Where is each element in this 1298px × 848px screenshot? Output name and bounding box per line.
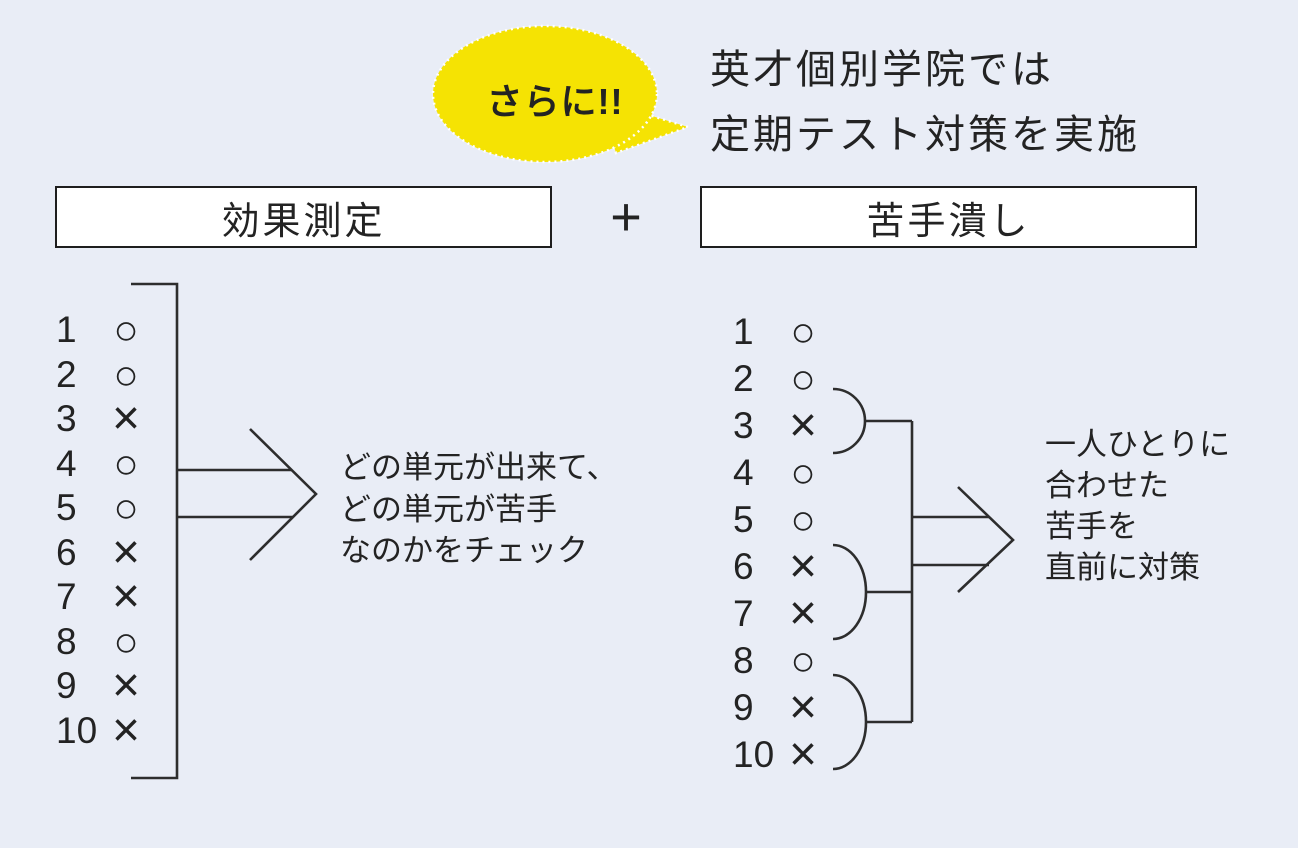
left-description-line: どの単元が苦手 [340, 491, 557, 527]
left-bracket [131, 282, 179, 780]
list-item: 9× [733, 680, 821, 734]
group-arc-top [832, 387, 867, 455]
circle-mark: ○ [790, 495, 816, 543]
right-description-line: 直前に対策 [1045, 550, 1200, 585]
item-number: 4 [733, 451, 754, 493]
list-item: 5○ [733, 496, 821, 543]
circle-mark: ○ [790, 354, 816, 402]
left-description-line: どの単元が出来て、 [340, 450, 618, 485]
circle-mark: ○ [790, 307, 816, 355]
circle-mark: ○ [113, 484, 139, 532]
right-description-line: 苦手を [1045, 509, 1138, 544]
item-number: 5 [56, 487, 77, 529]
list-item: 8○ [733, 637, 821, 684]
right-arrow [912, 486, 1015, 593]
list-item: 4○ [733, 449, 821, 496]
item-number: 5 [733, 498, 754, 540]
cross-mark: × [788, 398, 818, 452]
list-item: 4○ [56, 442, 144, 487]
item-number: 2 [56, 353, 77, 395]
item-number: 1 [733, 310, 754, 352]
list-item: 6× [733, 539, 821, 593]
list-item: 3× [56, 392, 144, 446]
plus-operator: + [610, 187, 642, 247]
item-number: 9 [733, 686, 754, 728]
list-item: 3× [733, 398, 821, 452]
bubble-label: さらに!! [486, 81, 624, 122]
item-number: 7 [733, 592, 754, 634]
right-arrow-chevron [957, 486, 1015, 593]
circle-mark: ○ [790, 636, 816, 684]
item-number: 8 [56, 620, 77, 662]
circle-mark: ○ [113, 306, 139, 354]
list-item: 10 × [733, 727, 821, 781]
circle-mark: ○ [113, 439, 139, 487]
connector-lines [865, 419, 914, 724]
left-description: どの単元が出来て、 どの単元が苦手 なのかをチェック [340, 447, 617, 572]
right-description-line: 一人ひとりに [1045, 427, 1231, 462]
item-number: 3 [56, 398, 77, 440]
speech-bubble [431, 24, 692, 164]
left-arrow [178, 428, 318, 561]
left-arrow-chevron [249, 428, 318, 561]
cross-mark: × [788, 727, 818, 781]
list-item: 6× [56, 525, 144, 579]
circle-mark: ○ [113, 350, 139, 398]
list-item: 2○ [56, 353, 144, 398]
right-description-line: 合わせた [1045, 468, 1169, 503]
item-number: 1 [56, 309, 77, 351]
item-number: 6 [56, 531, 77, 573]
right-score-list: 1○2○3×4○5○6×7×8○9×10× [733, 308, 821, 778]
cross-mark: × [111, 570, 141, 624]
cross-mark: × [111, 703, 141, 757]
left-score-list: 1○2○3×4○5○6×7×8○9×10× [56, 308, 144, 757]
headline-line-2: 定期テスト対策を実施 [710, 113, 1140, 157]
method-box-right: 苦手潰し [700, 186, 1197, 248]
list-item: 7× [56, 570, 144, 624]
cross-mark: × [788, 586, 818, 640]
method-box-left: 効果測定 [55, 186, 552, 248]
list-item: 1○ [733, 308, 821, 355]
cross-mark: × [788, 539, 818, 593]
circle-mark: ○ [113, 617, 139, 665]
list-item: 5○ [56, 486, 144, 531]
cross-mark: × [111, 392, 141, 446]
item-number: 9 [56, 665, 77, 707]
item-number: 3 [733, 404, 754, 446]
list-item: 2○ [733, 355, 821, 402]
cross-mark: × [111, 659, 141, 713]
list-item: 1○ [56, 308, 144, 353]
circle-mark: ○ [790, 448, 816, 496]
list-item: 10 × [56, 703, 144, 757]
right-description: 一人ひとりに 合わせた 苦手を 直前に対策 [1045, 424, 1230, 588]
left-description-line: なのかをチェック [340, 533, 588, 568]
list-item: 9× [56, 659, 144, 713]
group-arc-middle [832, 543, 868, 641]
item-number: 10 [56, 709, 98, 751]
headline-line-1: 英才個別学院では [710, 48, 1054, 92]
list-item: 8○ [56, 620, 144, 665]
item-number: 7 [56, 576, 77, 618]
item-number: 4 [56, 442, 77, 484]
item-number: 2 [733, 357, 754, 399]
cross-mark: × [788, 680, 818, 734]
item-number: 10 [733, 733, 775, 775]
group-arc-bottom [832, 673, 868, 771]
item-number: 8 [733, 639, 754, 681]
speech-bubble-body [431, 24, 659, 164]
item-number: 6 [733, 545, 754, 587]
list-item: 7× [733, 586, 821, 640]
cross-mark: × [111, 525, 141, 579]
